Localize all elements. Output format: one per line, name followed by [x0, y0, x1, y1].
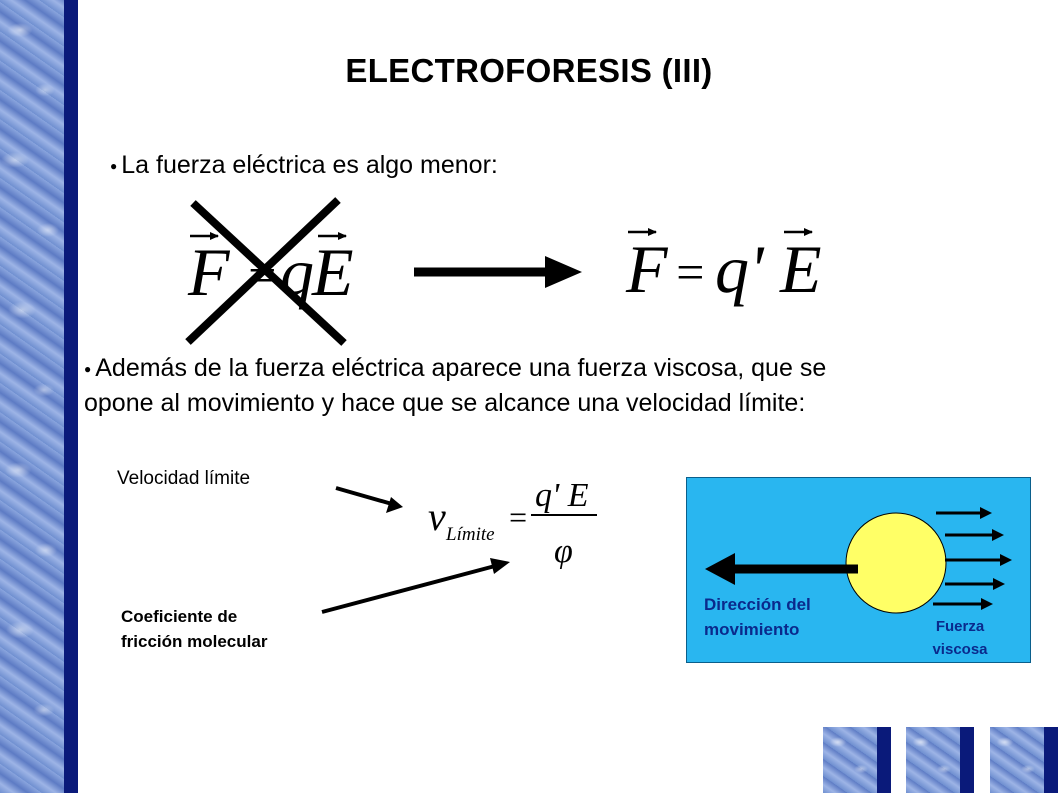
velocity-formula: v Límite = q' E φ — [428, 477, 597, 570]
velocity-equals: = — [507, 499, 529, 535]
slide-title: ELECTROFORESIS (III) — [345, 52, 713, 89]
crossed-F: F — [187, 234, 231, 310]
velocity-v: v — [428, 494, 446, 539]
friction-label-line-1: Coeficiente de — [121, 607, 238, 626]
velocity-denominator: φ — [554, 533, 573, 570]
cross-out-line-2 — [185, 197, 341, 345]
crossed-E: E — [311, 234, 354, 310]
corrected-equation: F = q' E — [625, 228, 822, 307]
decor-stripe-1 — [877, 727, 891, 793]
corrected-q: q' — [715, 231, 765, 307]
viscous-label-line-1: Fuerza — [935, 618, 985, 635]
particle-circle — [845, 512, 947, 614]
viscous-force-label: Fuerza viscosa — [920, 615, 1000, 661]
pointer-arrow-velocity-shaft — [335, 486, 393, 506]
corrected-F: F — [625, 231, 669, 307]
bullet-1-text: La fuerza eléctrica es algo menor: — [121, 151, 498, 179]
decor-square-2 — [906, 727, 963, 793]
viscous-label-line-2: viscosa — [932, 641, 988, 658]
friction-label-line-2: fricción molecular — [121, 632, 268, 651]
decor-square-1 — [823, 727, 880, 793]
corrected-E: E — [779, 231, 822, 307]
velocity-numerator: q' E — [535, 477, 589, 514]
velocity-subscript: Límite — [445, 524, 495, 545]
bullet-glyph: ● — [84, 362, 92, 377]
sidebar-stripe — [64, 0, 78, 793]
decor-square-3 — [990, 727, 1047, 793]
pointer-arrow-velocity-head — [386, 497, 403, 513]
bullet-point-1: ●La fuerza eléctrica es algo menor: — [110, 148, 498, 183]
movement-arrow-head — [705, 553, 735, 585]
pointer-arrow-friction-shaft — [321, 564, 496, 614]
bullet-point-2: ●Además de la fuerza eléctrica aparece u… — [84, 351, 1044, 420]
corrected-equals: = — [673, 244, 707, 300]
viscous-force-arrows — [933, 511, 1002, 606]
movement-direction-label: Dirección del movimiento — [704, 592, 811, 642]
decor-stripe-3 — [1044, 727, 1058, 793]
sidebar-decoration — [0, 0, 64, 793]
decor-stripe-2 — [960, 727, 974, 793]
movement-label-line-1: Dirección del — [704, 595, 811, 614]
bullet-2-line-1: Además de la fuerza eléctrica aparece un… — [95, 354, 827, 382]
friction-coefficient-label: Coeficiente de fricción molecular — [121, 604, 267, 654]
pointer-arrow-friction-head — [490, 558, 510, 574]
bullet-2-line-2: opone al movimiento y hace que se alcanc… — [84, 389, 806, 418]
cross-out-line-1 — [190, 200, 347, 346]
velocidad-limite-label: Velocidad límite — [117, 468, 251, 489]
bullet-glyph: ● — [110, 159, 118, 174]
movement-label-line-2: movimiento — [704, 620, 800, 639]
transform-arrow-head — [545, 256, 582, 288]
